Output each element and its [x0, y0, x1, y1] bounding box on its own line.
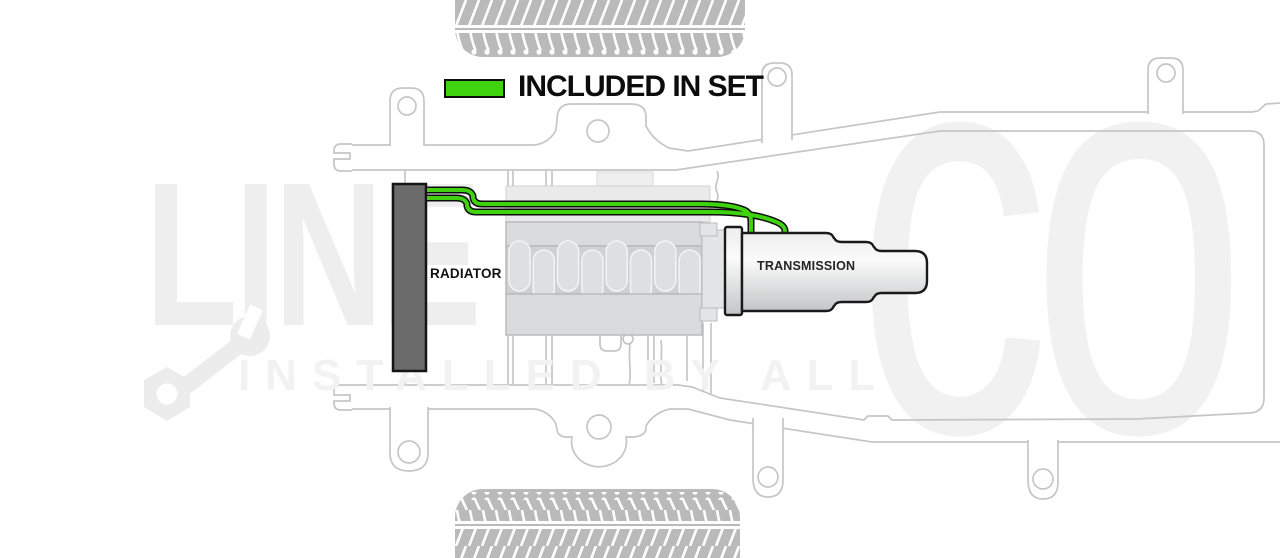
- crossmember-lines: [404, 170, 719, 394]
- transmission-label: TRANSMISSION: [757, 259, 856, 273]
- frame-mount-brackets: [389, 57, 1184, 500]
- watermark-tagline: INSTALLED BY ALL: [238, 351, 891, 400]
- legend-label: INCLUDED IN SET: [518, 70, 764, 103]
- legend-swatch: [444, 79, 505, 98]
- radiator-label: RADIATOR: [430, 266, 502, 281]
- transmission: [723, 225, 929, 317]
- engine-cylinders: [508, 240, 701, 301]
- tire-tread-top: [455, 0, 745, 57]
- cooler-line-lower: [427, 196, 787, 245]
- tire-tread-bottom: [455, 489, 740, 558]
- radiator: [391, 182, 428, 373]
- transmission-cooler-lines: [427, 186, 789, 245]
- frame-rails: [333, 102, 1280, 468]
- cooler-line-upper-outline: [427, 186, 755, 243]
